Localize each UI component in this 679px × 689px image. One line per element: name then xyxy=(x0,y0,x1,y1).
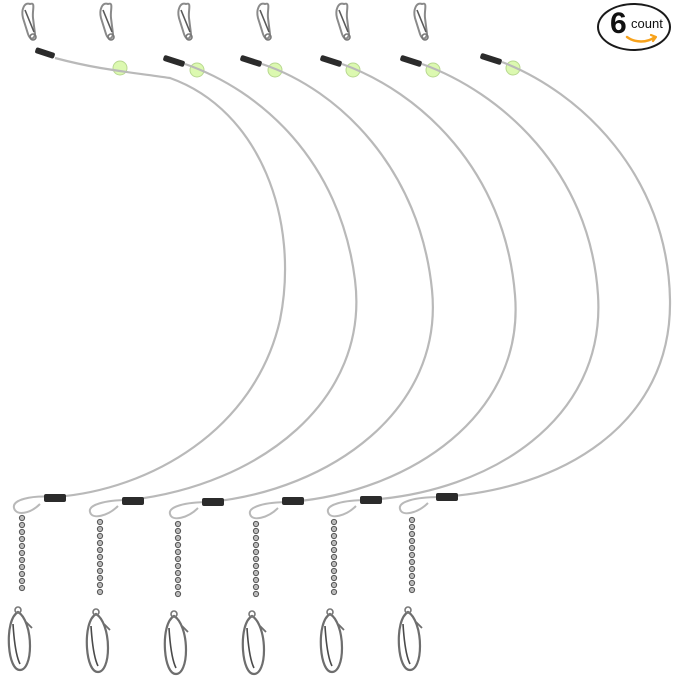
leader-wire-1 xyxy=(7,2,287,672)
bead-chain-2 xyxy=(96,518,104,596)
bottom-snap-5 xyxy=(319,607,346,674)
crimp-sleeve-bottom-2 xyxy=(122,497,144,505)
wire-loop-5 xyxy=(326,499,369,518)
top-snap-4 xyxy=(256,2,272,42)
bead-chain-5 xyxy=(330,518,338,596)
glow-bead-1 xyxy=(112,60,128,76)
wire-5 xyxy=(367,62,600,502)
bead-chain-6 xyxy=(408,516,416,594)
crimp-sleeve-2 xyxy=(163,55,185,67)
count-badge-number: 6 xyxy=(610,7,627,40)
count-badge-word: count xyxy=(631,16,663,31)
top-snap-1 xyxy=(21,2,37,42)
bottom-snap-6 xyxy=(397,605,424,672)
wire-loop-2 xyxy=(88,499,131,518)
smile-arrow-icon xyxy=(625,33,658,43)
leader-wire-2 xyxy=(85,2,358,674)
leader-wire-4 xyxy=(241,2,517,676)
crimp-sleeve-4 xyxy=(320,55,342,67)
crimp-sleeve-bottom-6 xyxy=(436,493,458,501)
wire-1 xyxy=(54,56,287,499)
crimp-sleeve-1 xyxy=(35,47,55,59)
wire-3 xyxy=(209,62,434,504)
bottom-snap-2 xyxy=(85,607,112,674)
crimp-sleeve-bottom-4 xyxy=(282,497,304,505)
crimp-sleeve-3 xyxy=(240,55,262,67)
crimp-sleeve-bottom-5 xyxy=(360,496,382,504)
crimp-sleeve-5 xyxy=(400,55,422,67)
top-snap-2 xyxy=(99,2,115,42)
wire-loop-6 xyxy=(398,496,441,515)
bottom-snap-1 xyxy=(7,605,34,672)
bead-chain-1 xyxy=(18,514,26,592)
wire-loop-3 xyxy=(168,501,211,520)
crimp-sleeve-6 xyxy=(480,53,502,65)
count-badge-ring xyxy=(597,3,671,51)
wire-2 xyxy=(129,62,358,502)
wire-loop-1 xyxy=(12,495,56,514)
top-snap-5 xyxy=(335,2,351,42)
wire-6 xyxy=(439,60,672,499)
top-snap-3 xyxy=(177,2,193,42)
bead-chain-3 xyxy=(174,520,182,598)
leader-wire-3 xyxy=(163,2,434,676)
bottom-snap-4 xyxy=(241,609,268,676)
leader-wire-5 xyxy=(319,2,600,674)
bead-chain-4 xyxy=(252,520,260,598)
bottom-snap-3 xyxy=(163,609,190,676)
crimp-sleeve-bottom-3 xyxy=(202,498,224,506)
count-badge: 6 count xyxy=(597,3,677,55)
top-snap-6 xyxy=(413,2,429,42)
wire-loop-4 xyxy=(248,501,291,520)
crimp-sleeve-bottom-1 xyxy=(44,494,66,502)
wire-4 xyxy=(289,62,517,504)
leader-wire-6 xyxy=(397,2,672,672)
